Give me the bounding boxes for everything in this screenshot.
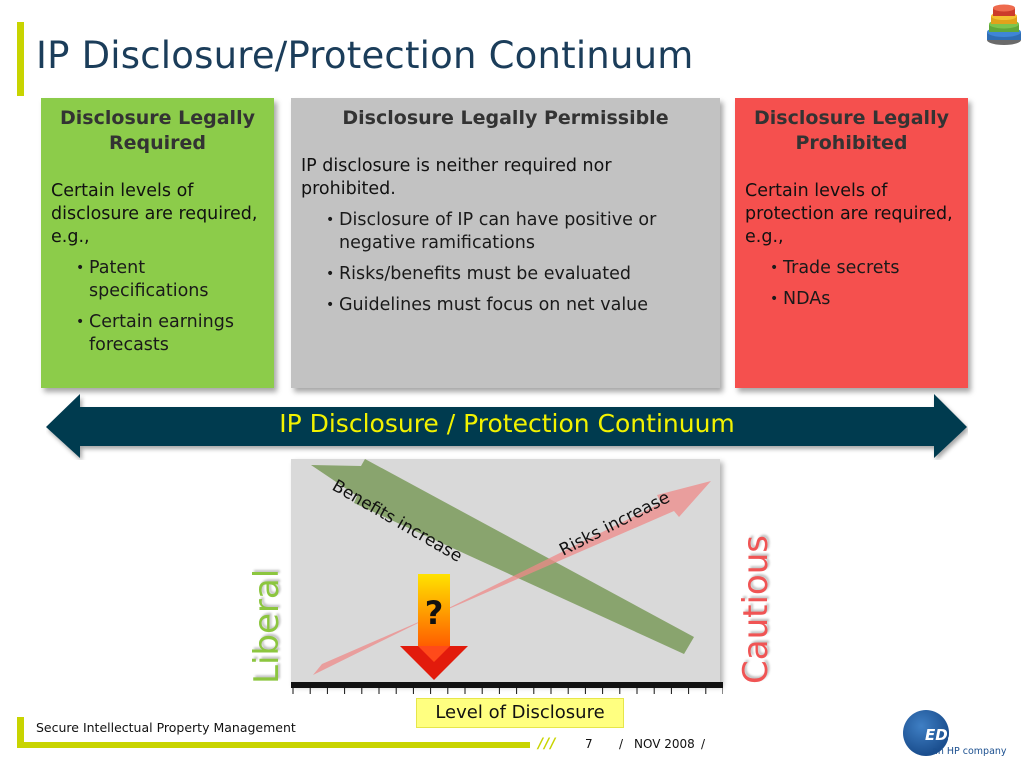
footer-title: Secure Intellectual Property Management [36, 720, 296, 735]
bullet-list: Disclosure of IP can have positive or ne… [301, 209, 710, 317]
continuum-label: IP Disclosure / Protection Continuum [279, 409, 735, 438]
bullet-item: Patent specifications [76, 257, 264, 303]
box-text: Certain levels of protection are require… [745, 181, 953, 247]
box-disclosure-prohibited: Disclosure Legally Prohibited Certain le… [735, 98, 968, 388]
benefits-arrow [311, 459, 694, 654]
box-heading: Disclosure Legally Required [60, 107, 255, 154]
bullet-item: Disclosure of IP can have positive or ne… [326, 209, 710, 255]
box-heading: Disclosure Legally Permissible [342, 107, 669, 129]
bullet-item: Trade secrets [770, 257, 958, 280]
down-arrow-icon [400, 646, 468, 680]
bullet-item: Certain earnings forecasts [76, 311, 264, 357]
disclosure-axis [291, 682, 723, 694]
box-text: IP disclosure is neither required nor pr… [301, 156, 612, 199]
page-number: 7 [585, 737, 593, 751]
footer-accent-bar [17, 717, 24, 748]
axis-label: Level of Disclosure [416, 698, 624, 728]
footer-rule [17, 742, 530, 748]
box-disclosure-permissible: Disclosure Legally Permissible IP disclo… [291, 98, 720, 388]
crossing-arrows: Benefits increase Risks increase [311, 459, 711, 675]
question-indicator [418, 574, 450, 648]
bullet-list: Patent specifications Certain earnings f… [51, 257, 264, 357]
liberal-label: Liberal [247, 568, 287, 684]
footer-date: NOV 2008 [634, 737, 695, 751]
risks-label: Risks increase [556, 488, 673, 561]
bullet-item: NDAs [770, 288, 958, 311]
stacked-coins-icon [987, 4, 1021, 45]
question-mark: ? [424, 594, 444, 632]
bullet-item: Guidelines must focus on net value [326, 294, 710, 317]
footer-separator: / [701, 737, 706, 751]
title-accent-bar [17, 22, 24, 96]
slide-title: IP Disclosure/Protection Continuum [36, 34, 694, 77]
logo-subtext: an HP company [932, 746, 1007, 757]
risks-arrow [313, 481, 711, 675]
footer-separator: / [619, 737, 624, 751]
logo-text: EDS [925, 726, 959, 744]
continuum-double-arrow [46, 394, 967, 458]
eds-logo-icon [903, 710, 949, 756]
bullet-item: Risks/benefits must be evaluated [326, 263, 710, 286]
footer-slashes: /// [538, 736, 557, 752]
bullet-list: Trade secrets NDAs [745, 257, 958, 311]
box-heading: Disclosure Legally Prohibited [754, 107, 949, 154]
cautious-label: Cautious [736, 535, 776, 684]
box-disclosure-required: Disclosure Legally Required Certain leve… [41, 98, 274, 388]
box-text: Certain levels of disclosure are require… [51, 181, 258, 247]
